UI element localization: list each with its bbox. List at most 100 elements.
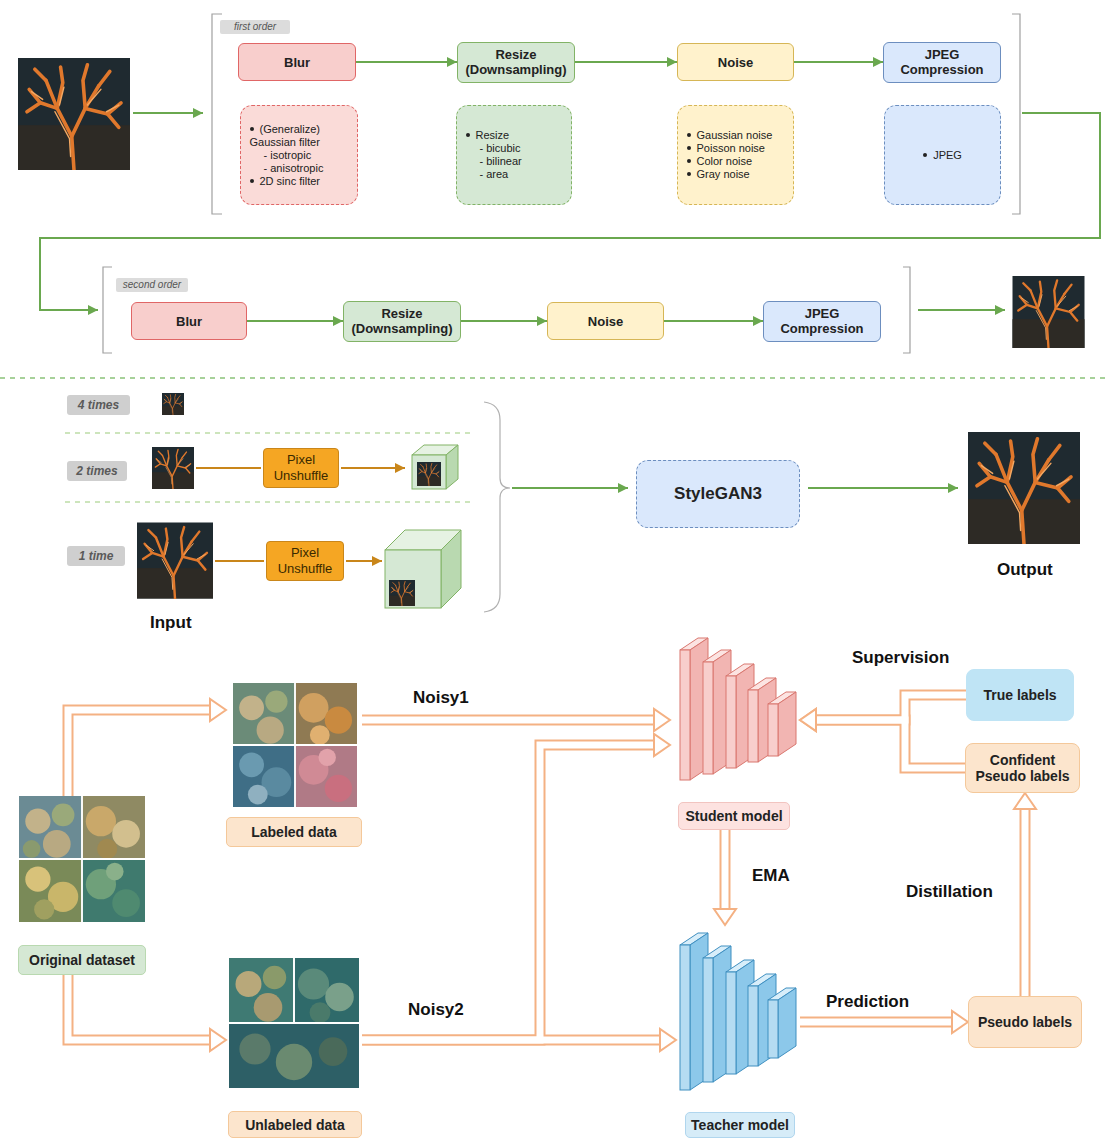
node-text: Confident Pseudo labels [972, 752, 1073, 784]
flow-arrow [341, 467, 405, 469]
arrow-head [654, 709, 670, 731]
dataset-mosaic [19, 796, 145, 922]
coral-photo [137, 523, 213, 599]
list-text: - area [480, 168, 509, 180]
hollow-connector-fill [362, 717, 656, 724]
scale-tag: 1 time [67, 546, 125, 566]
node-text: Resize (Downsampling) [465, 47, 568, 77]
connector-outline-group [68, 695, 1025, 1040]
node-text: JPEG Compression [891, 47, 994, 77]
process-box: Blur [131, 302, 247, 340]
operation-box: Pixel Unshuffle [263, 448, 339, 488]
drawing-rect [768, 1000, 778, 1058]
option-list-box: Gaussian noisePoisson noiseColor noiseGr… [677, 105, 794, 205]
hollow-connector [362, 745, 656, 1040]
flow-connector [461, 320, 547, 322]
drawing-use [417, 462, 441, 486]
bullet-dot [250, 179, 254, 183]
text-block: Resize (Downsampling) [465, 47, 568, 77]
hollow-connector [720, 830, 731, 911]
bullet-dot [687, 172, 691, 176]
hollow-connector-fill [814, 695, 966, 720]
drawing-use [389, 580, 415, 606]
node-label-text: Teacher model [691, 1117, 789, 1133]
student-network [680, 638, 796, 780]
model-box: StyleGAN3 [636, 460, 800, 528]
flow-arrow [512, 487, 628, 489]
bullet-dot [250, 127, 254, 131]
option-list-box: Resize- bicubic- bilinear- area [456, 105, 572, 205]
captioned-figure: Unlabeled data [226, 958, 362, 1138]
node-text: Pixel Unshuffle [269, 452, 333, 484]
list-text: Poisson noise [697, 142, 766, 154]
list-item: - bicubic [466, 142, 563, 155]
text-block: JPEG Compression [891, 47, 994, 77]
list-text: Gaussian noise [697, 129, 773, 141]
bullet-dot [923, 153, 927, 157]
flow-arrow [133, 112, 203, 114]
node-text: second order [119, 279, 185, 291]
drawing-rect [748, 986, 758, 1066]
hollow-connector [1020, 807, 1031, 996]
arrowhead-group [210, 699, 1036, 1051]
stage-tag: first order [220, 20, 290, 34]
list-text: (Generalize) Gaussian filter [250, 123, 321, 148]
text-block: True labels [973, 687, 1067, 703]
option-list-box: JPEG [884, 105, 1001, 205]
list-text: 2D sinc filter [260, 175, 321, 187]
drawing-rect [385, 550, 441, 608]
arrow-head [210, 1029, 226, 1051]
process-box: Noise [547, 302, 664, 340]
hollow-connector-fill [800, 1019, 954, 1026]
drawing-rect [680, 945, 690, 1090]
edge-label: Prediction [826, 992, 909, 1012]
coral-photo [152, 447, 194, 489]
text-block: (Generalize) Gaussian filter- isotropic-… [250, 123, 349, 188]
edge-label: EMA [752, 866, 790, 886]
process-box: JPEG Compression [763, 301, 881, 342]
label-box: Pseudo labels [968, 996, 1082, 1048]
dataset-mosaic [229, 958, 359, 1088]
node-label-text: Unlabeled data [245, 1117, 345, 1133]
hollow-connector-fill [68, 975, 212, 1040]
text-block: Gaussian noisePoisson noiseColor noiseGr… [687, 129, 785, 181]
list-item: Gray noise [687, 168, 785, 181]
coral-photo [162, 393, 184, 415]
hollow-connector [68, 975, 212, 1040]
list-item: - area [466, 168, 563, 181]
captioned-figure: Original dataset [18, 796, 146, 975]
hollow-connector-fill [68, 710, 212, 796]
node-text: Blur [139, 314, 240, 329]
list-item: (Generalize) Gaussian filter [250, 123, 349, 149]
list-text: Resize [476, 129, 510, 141]
arrow-head [210, 699, 226, 721]
text-block: JPEG [894, 149, 992, 162]
operation-box: Pixel Unshuffle [266, 541, 344, 581]
drawing-rect [703, 958, 713, 1082]
edge-label: Noisy2 [408, 1000, 464, 1020]
node-text: first order [223, 21, 287, 33]
section-divider [0, 377, 1110, 379]
hollow-connector [800, 1017, 954, 1028]
text-block: Resize- bicubic- bilinear- area [466, 129, 563, 181]
flow-connector [247, 320, 343, 322]
process-box: Noise [677, 43, 794, 81]
feature-cube [385, 530, 461, 608]
node-text: Pixel Unshuffle [272, 545, 338, 577]
drawing-rect [726, 676, 736, 768]
teacher-network [680, 933, 796, 1090]
stage-tag: second order [116, 278, 188, 292]
drawing-rect [680, 650, 690, 780]
text-block: StyleGAN3 [646, 484, 791, 504]
coral-photo [968, 432, 1080, 544]
scale-tag: 2 times [67, 461, 127, 481]
captioned-figure: Student model [670, 633, 800, 830]
bullet-dot [687, 133, 691, 137]
captioned-figure: Teacher model [676, 925, 800, 1138]
list-text: Gray noise [697, 168, 750, 180]
list-text: JPEG [933, 149, 962, 161]
node-text: 2 times [71, 464, 123, 478]
drawing-polygon [446, 445, 458, 489]
bullet-dot [687, 159, 691, 163]
